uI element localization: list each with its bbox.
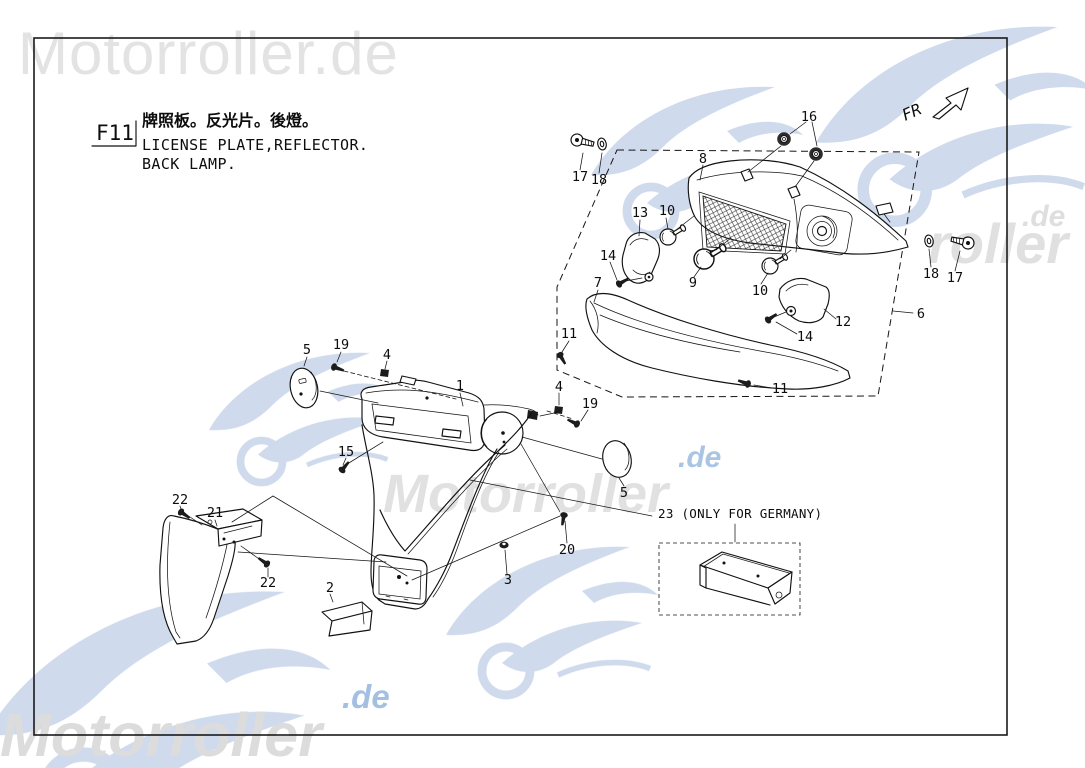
nut-4-right	[554, 406, 563, 414]
part-label: 18	[591, 172, 607, 188]
housing-tab	[399, 375, 417, 386]
part-label: 14	[600, 248, 616, 264]
watermark-right: .de roller	[928, 200, 1071, 275]
lamp-slot-right	[441, 428, 462, 439]
fender-recess	[372, 554, 428, 605]
part-label: 2	[326, 580, 334, 596]
title-chinese: 牌照板。反光片。後燈。	[142, 111, 318, 130]
part-label: 3	[504, 572, 512, 588]
part-label: 11	[561, 326, 577, 342]
reflector-5-left	[289, 367, 319, 409]
part-label: 10	[752, 283, 768, 299]
part-labels: 17 18 16 8 13 10 14 9 10 7 11 12 14 11 6…	[172, 109, 963, 596]
watermark-top: Motorroller.de	[18, 20, 399, 87]
germany-note: 23 (ONLY FOR GERMANY)	[658, 506, 822, 521]
plate-bracket-23	[699, 551, 793, 606]
reflector-5-right	[602, 440, 632, 478]
lens-tip-bracket	[875, 202, 894, 216]
rear-fender	[361, 404, 539, 610]
leader-lines	[179, 121, 961, 603]
part-label: 4	[555, 379, 563, 395]
figure-code-rule	[91, 120, 137, 147]
license-lamp-housing-1	[360, 375, 486, 452]
figure-code: F11	[96, 121, 134, 145]
title-english-line1: LICENSE PLATE,REFLECTOR.	[142, 136, 368, 154]
screw-19-right	[565, 416, 582, 429]
locknut-16-a	[776, 131, 792, 147]
part-label: 5	[620, 485, 628, 501]
part-label: 17	[572, 169, 588, 185]
part-label: 7	[594, 275, 602, 291]
nut-3	[499, 541, 509, 549]
mount-stud-b	[787, 185, 801, 199]
turn-signal-cover-12	[778, 277, 830, 324]
fr-arrow-icon	[932, 87, 969, 120]
part-label: 14	[797, 329, 813, 345]
fender-lamp-opening	[480, 411, 524, 455]
part-label: 17	[947, 270, 963, 286]
turn-signal-cover-13	[621, 231, 661, 284]
screw-22-b	[256, 554, 272, 569]
title-block: F11 牌照板。反光片。後燈。 LICENSE PLATE,REFLECTOR.…	[91, 111, 368, 173]
part-label: 15	[338, 444, 354, 460]
part-label: 11	[772, 381, 788, 397]
title-english-line2: BACK LAMP.	[142, 155, 236, 173]
part-label: 18	[923, 266, 939, 282]
svg-text:roller: roller	[928, 212, 1071, 275]
part-label: 19	[333, 337, 349, 353]
frame-border	[33, 37, 1008, 736]
locknut-16-b	[808, 146, 824, 162]
part-label: 16	[801, 109, 817, 125]
part-label: 10	[659, 203, 675, 219]
part-label: 22	[260, 575, 276, 591]
part-label: 21	[207, 505, 223, 521]
germany-note-box	[658, 542, 801, 616]
mount-stud-a	[740, 168, 754, 182]
part-label: 12	[835, 314, 851, 330]
svg-text:.de: .de	[678, 441, 721, 474]
part-label: 6	[917, 306, 925, 322]
lens-window-crosshatch	[702, 195, 787, 252]
lamp-slot-left	[374, 415, 395, 426]
fender-clip	[527, 410, 538, 420]
part-label: 13	[632, 205, 648, 221]
tail-lamp-assembly	[555, 131, 976, 390]
assembly-boundary-6	[556, 149, 920, 398]
flap-bracket	[195, 508, 263, 547]
svg-text:.de: .de	[1022, 200, 1065, 233]
part-label: 5	[303, 342, 311, 358]
screw-17-left	[569, 132, 596, 151]
bulb-socket-cone	[795, 204, 853, 256]
part-label: 1	[456, 378, 464, 394]
part-label: 4	[383, 347, 391, 363]
part-label: 9	[689, 275, 697, 291]
lamp-base-7	[585, 292, 851, 390]
tail-lamp-lens-8	[687, 159, 909, 256]
mud-flap-21	[159, 508, 263, 645]
bulb-10-right	[761, 252, 790, 275]
reflector-2	[321, 601, 373, 637]
part-label: 20	[559, 542, 575, 558]
part-label: 19	[582, 396, 598, 412]
nut-4-left	[380, 369, 389, 377]
part-label: 22	[172, 492, 188, 508]
part-label: 8	[699, 151, 707, 167]
washer-18-left	[596, 136, 608, 152]
svg-text:.de: .de	[342, 678, 390, 715]
